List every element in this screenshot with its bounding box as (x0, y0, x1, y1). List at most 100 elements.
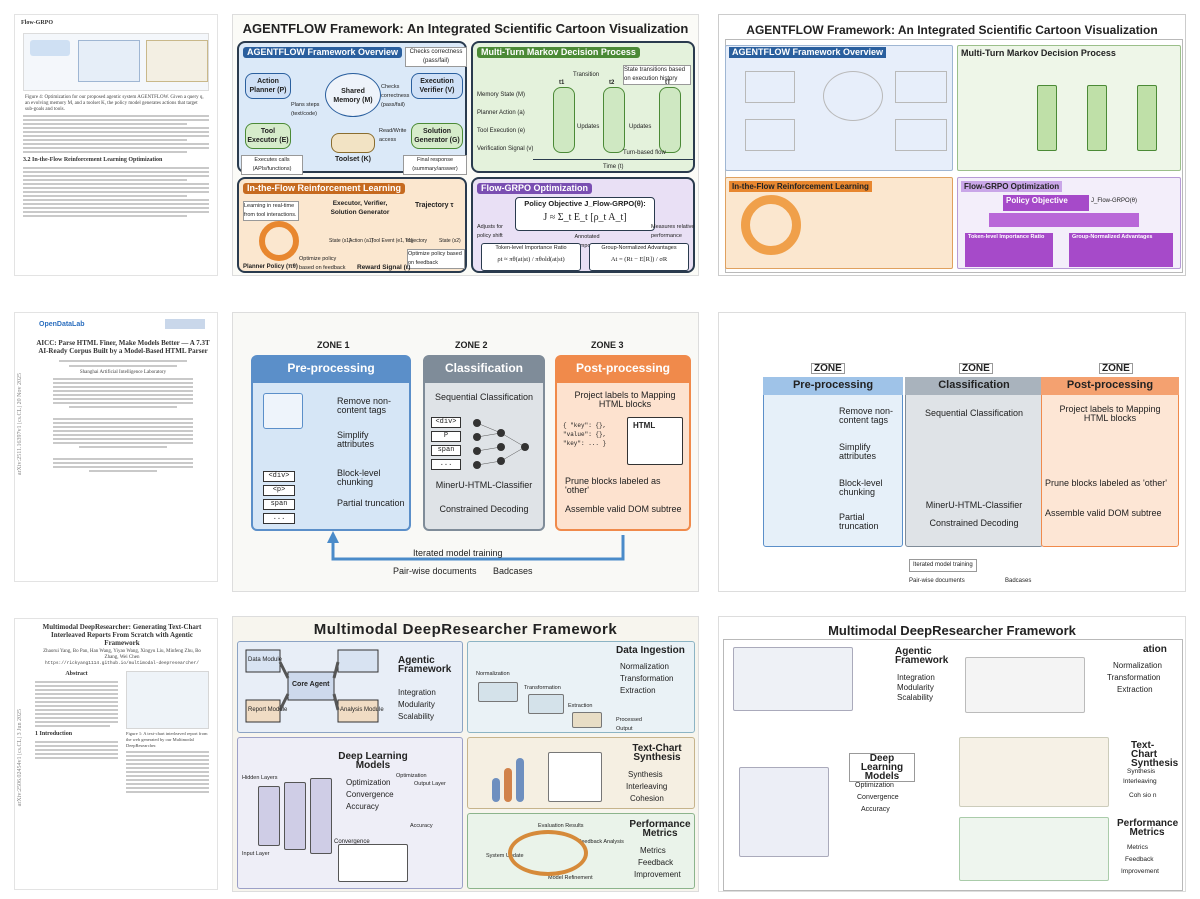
ingestion-normalization: Normalization (620, 662, 669, 671)
recon-zone-2: ZONE (959, 363, 993, 374)
recon-loop: Iterated model training (909, 559, 977, 572)
agentic-integration: Integration (398, 688, 436, 697)
panel-framework-overview: AGENTFLOW Framework Overview Checks corr… (237, 41, 467, 175)
dl-input-layer: Input Layer (242, 851, 270, 857)
node-toolset: Toolset (K) (334, 156, 372, 163)
agentic-scalability: Scalability (398, 712, 435, 721)
panel-in-flow-rl: In-the-Flow Reinforcement Learning Learn… (237, 177, 467, 273)
ingest-step-transformation: Transformation (524, 685, 561, 691)
opendatalab-logo: OpenDataLab (39, 321, 85, 328)
panel-mdp: Multi-Turn Markov Decision Process State… (471, 41, 695, 173)
panel-title: In-the-Flow Reinforcement Learning (243, 183, 406, 194)
optimize-note-left: Optimize policy based on feedback (299, 256, 346, 271)
module-report: Report Module (248, 707, 288, 713)
recon-tcs-title: Text-Chart Synthesis (1131, 740, 1179, 769)
pm-title: Performance Metrics (629, 819, 691, 839)
zone-postprocessing: Post-processing Project labels to Mappin… (555, 355, 691, 531)
dl-accuracy-label: Accuracy (410, 823, 433, 829)
turn-flow-label: Turn-based flow (623, 150, 666, 156)
panel-flow-grpo: Flow-GRPO Optimization Policy Objective … (471, 177, 695, 273)
loop-badcases: Badcases (493, 566, 533, 576)
recon-z1-title: Pre-processing (792, 379, 874, 391)
panel-title: Multi-Turn Markov Decision Process (477, 47, 640, 58)
pm-metrics: Metrics (640, 846, 666, 855)
reconstruction-diagram-aicc: ZONE ZONE ZONE Pre-processing Remove non… (718, 312, 1186, 592)
step-t1: t1 (559, 80, 565, 86)
objective-formula: J ≈ Σ_t E_t [ρ_t A_t] (543, 212, 627, 223)
tcs-title: Text-Chart Synthesis (632, 743, 682, 763)
panel-text-chart: Text-Chart Synthesis Synthesis Interleav… (467, 737, 695, 809)
diagram-title: AGENTFLOW Framework: An Integrated Scien… (242, 21, 689, 36)
recon-panel3-title: In-the-Flow Reinforcement Learning (729, 181, 872, 192)
recon-dl-title: Deep Learning Models (849, 753, 915, 782)
dl-convergence: Convergence (346, 790, 394, 799)
pm-model-refinement: Model Refinement (548, 875, 593, 881)
reconstruction-diagram-deepresearcher: Multimodal DeepResearcher Framework Agen… (718, 616, 1186, 892)
note-checks: Checks correctness (pass/fail) (381, 84, 410, 108)
panel-title: AGENTFLOW Framework Overview (243, 47, 403, 58)
module-hub-illustration (245, 649, 379, 723)
recon-ingest-extraction: Extraction (1117, 685, 1153, 694)
z1-item-truncation: Partial truncation (337, 498, 405, 508)
recon-objective-sub: J_Flow-GRPO(θ) (1091, 198, 1138, 204)
recon-z3-prune: Prune blocks labeled as 'other' (1045, 478, 1168, 488)
z1-item-remove: Remove non-content tags (337, 396, 392, 415)
note-annotated: Annotated Component (572, 234, 602, 249)
recon-dl-convergence: Convergence (857, 794, 899, 801)
original-diagram-aicc: ZONE 1 ZONE 2 ZONE 3 Pre-processing Remo… (232, 312, 699, 592)
panel-data-ingestion: Data Ingestion Normalization Transformat… (467, 641, 695, 733)
rl-item-action: Action (a1) (349, 238, 374, 244)
reconstruction-diagram-agentflow: AGENTFLOW Framework: An Integrated Scien… (718, 14, 1186, 276)
check-note: Checks correctness (pass/fail) (405, 47, 467, 67)
paper-title: Multimodal DeepResearcher: Generating Te… (42, 623, 202, 647)
recon-title: AGENTFLOW Framework: An Integrated Scien… (746, 23, 1158, 37)
recon-zone-1: ZONE (811, 363, 845, 374)
recon-pm-improvement: Improvement (1121, 868, 1159, 875)
roles-label: Executor, Verifier, Solution Generator (330, 200, 390, 216)
panel-agentic: Data Module Core Agent Report Module Ana… (237, 641, 463, 733)
z1-tag-span: span (263, 499, 295, 510)
loop-documents: Pair-wise documents (393, 566, 477, 576)
recon-group-box: Group-Normalized Advantages (1069, 233, 1173, 267)
original-diagram-deepresearcher: Multimodal DeepResearcher Framework Data… (232, 616, 699, 892)
z2-tag-div: <div> (431, 417, 461, 428)
z1-item-chunking: Block-level chunking (337, 468, 381, 487)
zone2-title: Classification (444, 361, 524, 375)
recon-z1-simplify: Simplify attributes (839, 442, 877, 461)
panel-title: Flow-GRPO Optimization (477, 183, 592, 194)
note-adjusts: Adjusts for policy shift (477, 224, 503, 239)
tcs-interleaving: Interleaving (626, 782, 668, 791)
z3-json: { "key": {}, "value": {}, "key": ... } (563, 422, 607, 447)
token-ratio-title: Token-level Importance Ratio (495, 245, 567, 251)
dl-optimization: Optimization (346, 778, 391, 787)
pm-feedback: Feedback (638, 858, 674, 867)
zone-2-label: ZONE 2 (455, 340, 488, 350)
panel-performance: Performance Metrics Metrics Feedback Imp… (467, 813, 695, 889)
planner-policy-label: Planner Policy (πθ) (243, 264, 298, 270)
panel-deep-learning: Deep Learning Models Optimization Conver… (237, 737, 463, 889)
recon-agentic-title: Agentic Framework (895, 646, 949, 666)
row-verification: Verification Signal (v) (477, 146, 534, 152)
recon-z1-chunking: Block-level chunking (839, 478, 883, 497)
row-memory: Memory State (M) (477, 92, 526, 98)
paper-thumbnail-deepresearcher: arXiv:2506.02454v1 [cs.CL] 3 Jun 2025 Mu… (14, 618, 218, 890)
recon-ingest-normalization: Normalization (1113, 661, 1162, 670)
optimize-note-right: Optimize policy based on feedback (407, 249, 465, 269)
z2-tag-p: P (431, 431, 461, 442)
original-diagram-agentflow: AGENTFLOW Framework: An Integrated Scien… (232, 14, 699, 276)
paper-thumbnail-flowgrpo: Flow-GRPO Figure 4: Optimization for our… (14, 14, 218, 276)
paper-figure (23, 33, 209, 91)
z2-tag-more: ... (431, 459, 461, 470)
zone-3-label: ZONE 3 (591, 340, 624, 350)
zone-1-label: ZONE 1 (317, 340, 350, 350)
zone3-title: Post-processing (575, 361, 671, 375)
token-ratio-formula: ρt ≈ πθ(at|st) / πθold(at|st) (497, 256, 565, 263)
recon-z2-title: Classification (938, 379, 1010, 391)
dl-hidden-layers-1: Hidden Layers (242, 775, 278, 781)
z3-subtitle: Project labels to Mapping HTML blocks (574, 390, 676, 409)
updates-label-2: Updates (629, 124, 652, 130)
step-t2: t2 (609, 80, 615, 86)
node-execution-verifier: Execution Verifier (V) (419, 78, 455, 94)
agentic-title: Agentic Framework (398, 655, 452, 675)
tcs-cohesion: Cohesion (630, 794, 664, 803)
